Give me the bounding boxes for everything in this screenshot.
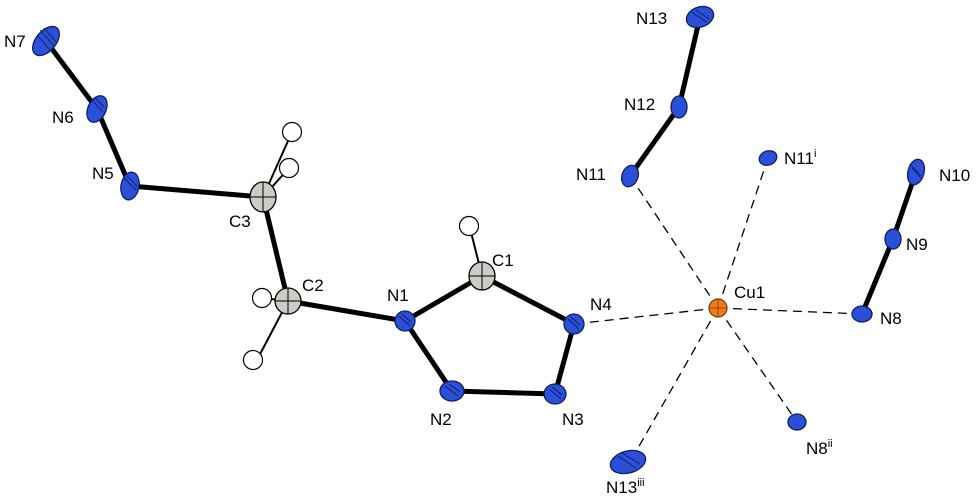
bond-n5-c3: [127, 183, 266, 200]
bond-n7-n6: [43, 38, 100, 112]
label-n2: N2: [430, 410, 452, 429]
atom-n9: [884, 228, 902, 250]
bond-n11-n12: [627, 104, 682, 179]
coord-bond-cu1-n11i: [717, 157, 769, 309]
bond-n1-n2: [402, 318, 455, 394]
nitrogen-atoms: [32, 5, 926, 475]
label-n13iii: N13iii: [606, 477, 645, 497]
label-n10: N10: [939, 166, 970, 185]
atom-n5: [120, 171, 140, 201]
coord-bond-cu1-n8ii: [717, 307, 798, 423]
coord-bond-cu1-n13iii: [629, 307, 719, 463]
atom-labels: N7 N6 N5 C3 C2 N1 C1 N2 N3 N4 Cu1 N11 N1…: [4, 9, 970, 497]
coordination-bonds: [573, 157, 863, 463]
atom-n6: [86, 95, 108, 123]
hydrogen-atom: [251, 287, 273, 309]
coord-bond-cu1-n8: [717, 307, 863, 315]
label-c3: C3: [229, 212, 251, 231]
atom-c2: [274, 287, 302, 315]
label-n5: N5: [92, 164, 114, 183]
bond-n1-c1: [402, 273, 485, 324]
carbon-atoms: [249, 181, 496, 315]
hydrogen-atom: [281, 121, 303, 143]
atom-n13iii: [609, 449, 647, 475]
bond-n12-n13: [676, 14, 703, 110]
atom-n11i: [758, 150, 778, 166]
atom-n8: [851, 305, 873, 323]
label-n7: N7: [4, 32, 26, 51]
hydrogen-atom: [458, 215, 480, 237]
label-n8ii: N8ii: [806, 438, 833, 458]
label-n13: N13: [636, 9, 667, 28]
atom-shading: [37, 9, 923, 469]
label-n4: N4: [590, 295, 612, 314]
label-n6: N6: [52, 108, 74, 127]
hydrogen-atom: [278, 157, 300, 179]
atom-cu1: [708, 298, 728, 318]
label-n9: N9: [906, 235, 928, 254]
coord-bond-cu1-n11: [629, 175, 719, 309]
bond-n6-n5: [94, 106, 133, 189]
label-c2: C2: [302, 276, 324, 295]
hydrogen-atoms: [242, 121, 480, 371]
atom-n12: [670, 95, 688, 119]
bond-c1-n4: [479, 273, 577, 327]
bond-c3-c2: [260, 194, 291, 304]
label-c1: C1: [492, 251, 514, 270]
label-n8: N8: [880, 309, 902, 328]
label-n12: N12: [624, 95, 655, 114]
label-n3: N3: [562, 410, 584, 429]
atom-n13: [685, 5, 715, 29]
bond-n2-n3: [449, 388, 558, 397]
atom-n11: [620, 164, 640, 188]
bond-n8-n9: [859, 236, 896, 317]
label-n11: N11: [576, 165, 606, 184]
bond-n3-n4: [552, 321, 577, 397]
label-cu1: Cu1: [734, 283, 765, 302]
hydrogen-atom: [242, 349, 264, 371]
atom-n7: [32, 25, 60, 57]
atom-c3: [249, 181, 277, 213]
coord-bond-cu1-n4: [573, 307, 719, 325]
covalent-bonds: [43, 14, 919, 397]
atom-n8ii: [787, 413, 807, 431]
label-n11i: N11i: [784, 148, 816, 168]
label-n1: N1: [387, 286, 409, 305]
atom-c1: [468, 261, 496, 291]
bond-c2-n1: [285, 298, 408, 324]
